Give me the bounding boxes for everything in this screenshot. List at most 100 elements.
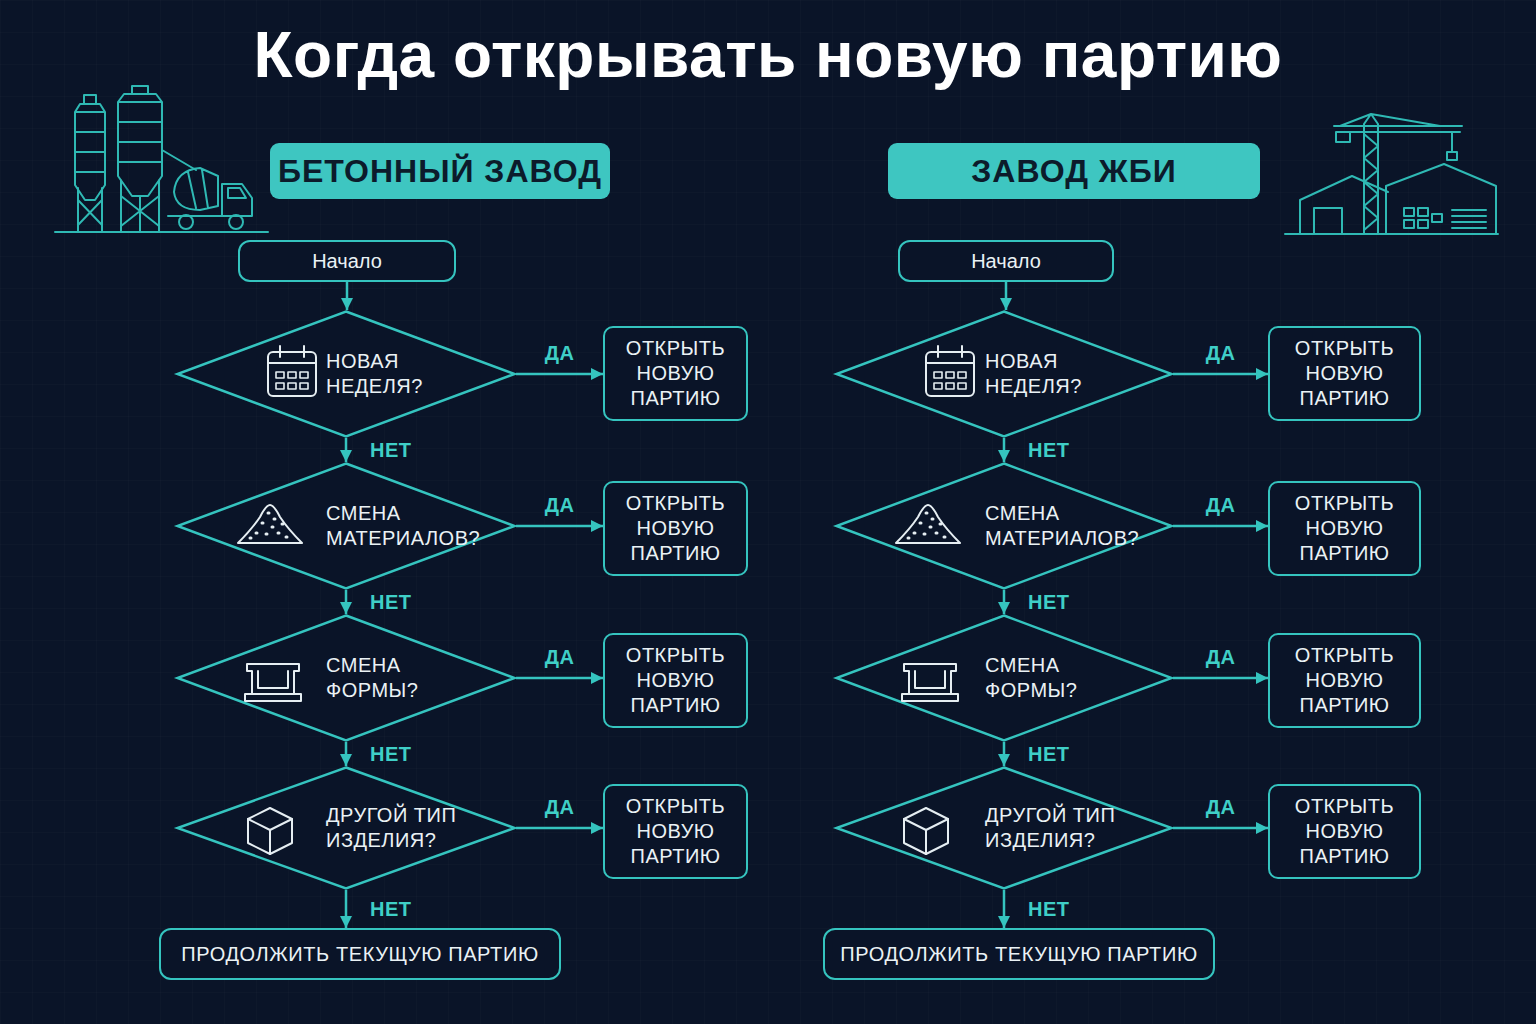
edge-label: НЕТ [370,439,412,462]
process-box: ОТКРЫТЬ НОВУЮ ПАРТИЮ [603,633,748,728]
node-text: ПРОДОЛЖИТЬ ТЕКУЩУЮ ПАРТИЮ [840,943,1197,966]
conveyor [162,150,196,170]
node-text: ОТКРЫТЬ НОВУЮ ПАРТИЮ [1282,643,1407,718]
node-text: СМЕНА МАТЕРИАЛОВ? [326,501,468,551]
flow-arrow [345,742,348,766]
end-terminal: ПРОДОЛЖИТЬ ТЕКУЩУЮ ПАРТИЮ [159,928,561,980]
edge-label: ДА [545,646,575,669]
section-header: ЗАВОД ЖБИ [888,143,1260,199]
precast-plant-illustration [1285,114,1498,234]
edge-label: НЕТ [370,591,412,614]
diamond-outline [835,462,1173,590]
diamond-shape [837,616,1172,741]
flow-arrow [516,827,603,830]
edge-label: ДА [1206,646,1236,669]
decision-text-area: СМЕНА МАТЕРИАЛОВ? [985,501,1127,551]
diamond-outline [176,462,516,590]
start-terminal: Начало [898,240,1114,282]
decision-diamond: НОВАЯ НЕДЕЛЯ? [176,310,516,438]
flow-arrow [516,525,603,528]
flow-arrow [1173,677,1268,680]
node-text: БЕТОННЫЙ ЗАВОД [278,153,602,190]
process-box: ОТКРЫТЬ НОВУЮ ПАРТИЮ [603,481,748,576]
flow-arrow [1173,525,1268,528]
flow-arrow [345,590,348,614]
decision-text-area: ДРУГОЙ ТИП ИЗДЕЛИЯ? [326,803,468,853]
process-box: ОТКРЫТЬ НОВУЮ ПАРТИЮ [1268,326,1421,421]
decision-text-area: СМЕНА МАТЕРИАЛОВ? [326,501,468,551]
flow-arrow [1173,373,1268,376]
decision-text-area: СМЕНА ФОРМЫ? [326,653,468,703]
node-text: СМЕНА ФОРМЫ? [326,653,468,703]
diamond-shape [837,464,1172,589]
mixer-truck [168,168,252,216]
decision-diamond: СМЕНА МАТЕРИАЛОВ? [176,462,516,590]
flow-arrow [516,677,603,680]
decision-text-area: НОВАЯ НЕДЕЛЯ? [985,349,1127,399]
diamond-outline [176,766,516,890]
diamond-shape [178,464,515,589]
section-header: БЕТОННЫЙ ЗАВОД [270,143,610,199]
edge-label: ДА [1206,494,1236,517]
flow-arrow [516,373,603,376]
flow-arrow [1003,438,1006,462]
truck-wheel [179,215,193,229]
node-text: ПРОДОЛЖИТЬ ТЕКУЩУЮ ПАРТИЮ [181,943,538,966]
decision-diamond: ДРУГОЙ ТИП ИЗДЕЛИЯ? [176,766,516,890]
node-text: ОТКРЫТЬ НОВУЮ ПАРТИЮ [1282,336,1407,411]
ground-line [55,231,268,233]
process-box: ОТКРЫТЬ НОВУЮ ПАРТИЮ [603,784,748,879]
ground-line [1285,233,1498,235]
diamond-shape [837,312,1172,437]
decision-diamond: ДРУГОЙ ТИП ИЗДЕЛИЯ? [835,766,1173,890]
diamond-shape [178,312,515,437]
node-text: НОВАЯ НЕДЕЛЯ? [326,349,468,399]
node-text: СМЕНА ФОРМЫ? [985,653,1127,703]
page-title: Когда открывать новую партию [0,18,1536,92]
node-text: ОТКРЫТЬ НОВУЮ ПАРТИЮ [617,794,734,869]
node-text: ОТКРЫТЬ НОВУЮ ПАРТИЮ [1282,794,1407,869]
edge-label: ДА [1206,342,1236,365]
flow-arrow [1005,282,1008,310]
node-text: ДРУГОЙ ТИП ИЗДЕЛИЯ? [326,803,468,853]
end-terminal: ПРОДОЛЖИТЬ ТЕКУЩУЮ ПАРТИЮ [823,928,1215,980]
decision-diamond: СМЕНА ФОРМЫ? [176,614,516,742]
node-text: СМЕНА МАТЕРИАЛОВ? [985,501,1127,551]
edge-label: ДА [545,342,575,365]
flow-arrow [1003,742,1006,766]
diamond-outline [176,310,516,438]
diamond-outline [176,614,516,742]
flow-arrow [1003,890,1006,928]
silo [75,95,105,232]
diamond-shape [837,768,1172,889]
process-box: ОТКРЫТЬ НОВУЮ ПАРТИЮ [1268,633,1421,728]
node-text: Начало [312,250,382,273]
start-terminal: Начало [238,240,456,282]
edge-label: НЕТ [1028,743,1070,766]
workshop-building [1300,176,1388,234]
flow-arrow [1173,827,1268,830]
truck-wheel [229,215,243,229]
factory-building [1386,164,1496,234]
decision-text-area: ДРУГОЙ ТИП ИЗДЕЛИЯ? [985,803,1127,853]
decision-diamond: НОВАЯ НЕДЕЛЯ? [835,310,1173,438]
flow-arrow [1003,590,1006,614]
process-box: ОТКРЫТЬ НОВУЮ ПАРТИЮ [603,326,748,421]
node-text: ДРУГОЙ ТИП ИЗДЕЛИЯ? [985,803,1127,853]
concrete-plant-illustration [55,86,268,232]
flow-arrow [345,438,348,462]
edge-label: ДА [545,796,575,819]
edge-label: ДА [1206,796,1236,819]
edge-label: НЕТ [1028,898,1070,921]
edge-label: НЕТ [370,898,412,921]
decision-diamond: СМЕНА МАТЕРИАЛОВ? [835,462,1173,590]
diamond-outline [835,766,1173,890]
decision-diamond: СМЕНА ФОРМЫ? [835,614,1173,742]
node-text: ОТКРЫТЬ НОВУЮ ПАРТИЮ [1282,491,1407,566]
diamond-outline [835,614,1173,742]
node-text: ЗАВОД ЖБИ [971,153,1177,190]
process-box: ОТКРЫТЬ НОВУЮ ПАРТИЮ [1268,784,1421,879]
diamond-shape [178,768,515,889]
